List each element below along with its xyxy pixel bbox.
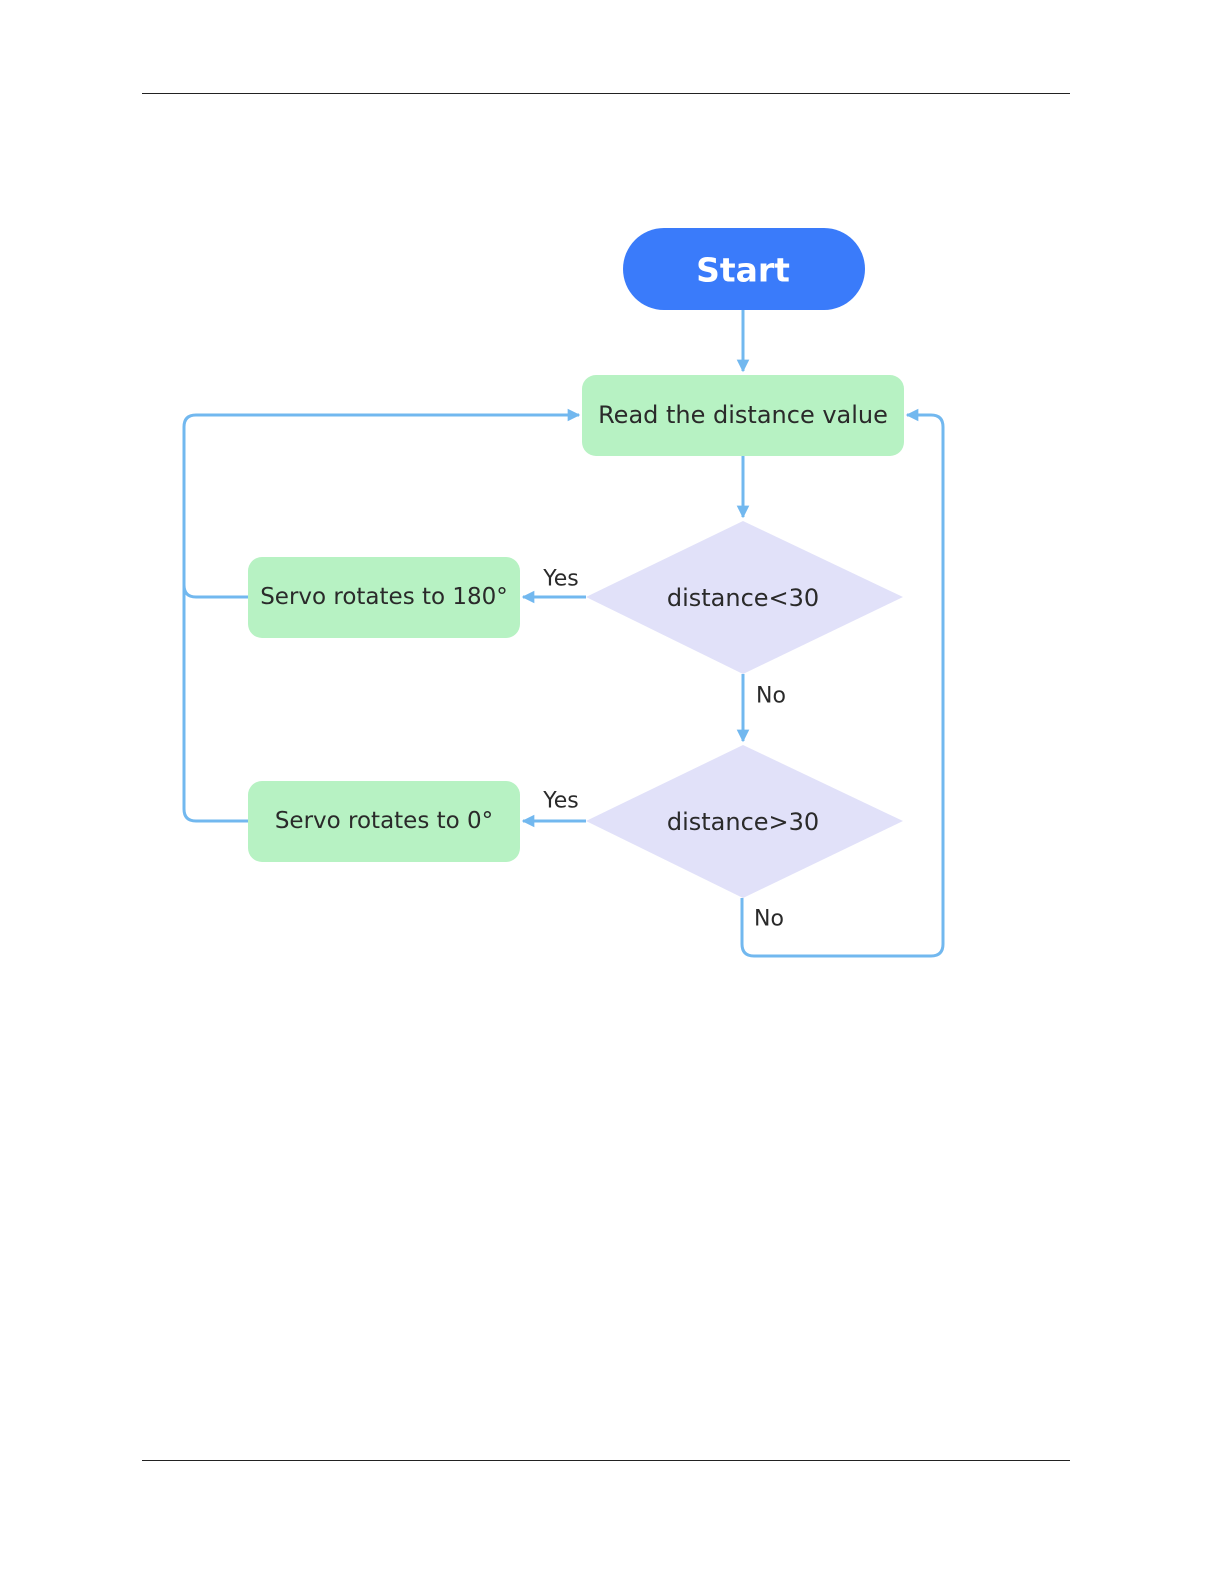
- edge-label-less-no: No: [756, 684, 786, 709]
- edge-label-less-yes: Yes: [542, 567, 579, 592]
- servo-0-label: Servo rotates to 0°: [275, 808, 493, 834]
- start-label: Start: [696, 251, 790, 290]
- servo-0-node: Servo rotates to 0°: [248, 781, 520, 862]
- decision-less-node: distance<30: [586, 521, 903, 674]
- edge-label-greater-yes: Yes: [542, 789, 579, 814]
- read-distance-label: Read the distance value: [598, 401, 888, 429]
- decision-greater-label: distance>30: [667, 808, 819, 836]
- edge-servo-180-return: [184, 585, 248, 597]
- decision-greater-node: distance>30: [586, 745, 903, 898]
- servo-180-label: Servo rotates to 180°: [260, 584, 508, 610]
- servo-180-node: Servo rotates to 180°: [248, 557, 520, 638]
- decision-less-label: distance<30: [667, 584, 819, 612]
- edge-label-greater-no: No: [754, 907, 784, 932]
- start-node: Start: [623, 228, 865, 310]
- read-distance-node: Read the distance value: [582, 375, 904, 456]
